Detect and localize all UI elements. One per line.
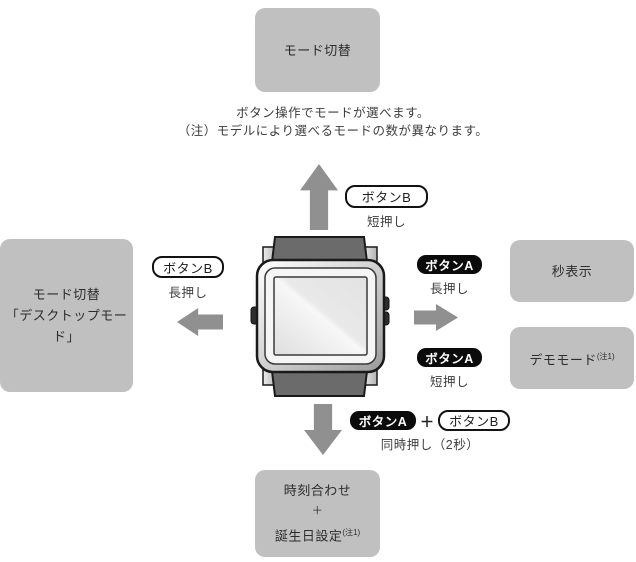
- press-label-short-right: 短押し: [429, 375, 469, 389]
- desktop-mode-line1: モード切替: [32, 287, 101, 302]
- demo-mode-note: (注1): [596, 351, 615, 361]
- arrow-left-icon: [177, 308, 223, 336]
- button-a-pill-bottom: ボタンA: [417, 348, 482, 367]
- button-b-pill-left: ボタンB: [152, 256, 224, 278]
- desktop-mode-box: モード切替 「デスクトップモード」: [0, 239, 133, 392]
- press-label-short-top: 短押し: [366, 215, 406, 229]
- time-setting-line1: 時刻合わせ: [283, 483, 352, 499]
- watch-screen: [273, 276, 368, 356]
- birthday-setting-label: 誕生日設定: [274, 528, 343, 544]
- smartwatch-illustration: [250, 236, 390, 397]
- time-setting-box: 時刻合わせ ＋ 誕生日設定(注1): [255, 470, 380, 557]
- arrow-right-icon: [414, 304, 458, 331]
- demo-mode-box: デモモード(注1): [510, 327, 634, 389]
- watch-strap-top: [270, 236, 369, 263]
- seconds-display-box: 秒表示: [510, 240, 634, 302]
- mode-switch-label: モード切替: [283, 42, 352, 58]
- button-b-pill-top: ボタンB: [345, 185, 428, 208]
- plus-sign: ＋: [420, 414, 434, 430]
- birthday-setting-note: (注1): [342, 528, 361, 538]
- press-label-long-right: 長押し: [429, 282, 469, 296]
- caption: ボタン操作でモードが選べます。 （注）モデルにより選べるモードの数が異なります。: [133, 104, 533, 140]
- arrow-up-icon: [300, 164, 338, 230]
- time-setting-plus: ＋: [311, 505, 324, 518]
- button-a-pill-top: ボタンA: [417, 255, 482, 274]
- seconds-display-label: 秒表示: [551, 263, 593, 279]
- desktop-mode-line2: 「デスクトップモード」: [5, 308, 128, 344]
- press-label-simultaneous: 同時押し（2秒）: [380, 438, 480, 452]
- mode-switch-box-top: モード切替: [255, 8, 380, 92]
- arrow-down-icon: [304, 404, 342, 455]
- press-label-long-left: 長押し: [168, 286, 208, 300]
- button-b-pill-combo: ボタンB: [438, 410, 510, 431]
- demo-mode-label: デモモード: [529, 352, 597, 368]
- caption-line2: （注）モデルにより選べるモードの数が異なります。: [177, 124, 489, 138]
- caption-line1: ボタン操作でモードが選べます。: [236, 106, 430, 120]
- button-a-pill-combo: ボタンA: [350, 411, 416, 430]
- watch-strap-bottom: [270, 370, 369, 397]
